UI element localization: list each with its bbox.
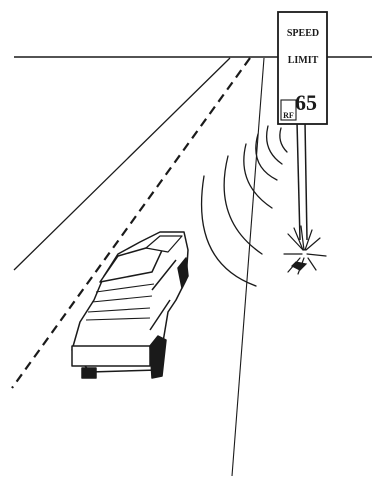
rf-tag-label: RF (283, 111, 294, 120)
car-front-right-wheel (177, 257, 189, 289)
car (71, 231, 189, 379)
sign-post (296, 121, 308, 241)
grass-tuft (283, 225, 327, 275)
rf-wave-1 (279, 127, 288, 153)
rf-wave-arcs (200, 125, 288, 287)
car-rear-right-wheel (149, 335, 167, 379)
road-left-edge (13, 57, 231, 271)
rf-tag-box (280, 99, 297, 121)
car-side-line (149, 259, 177, 331)
rf-wave-6 (200, 175, 257, 287)
car-roof (145, 235, 183, 253)
sign-line-limit: LIMIT (288, 55, 319, 66)
rf-wave-4 (243, 143, 273, 209)
sign-speed-value: 65 (295, 90, 317, 115)
road-right-edge (231, 57, 265, 477)
car-rear-bumper (71, 345, 151, 367)
rf-wave-5 (223, 155, 263, 255)
car-rear-left-wheel (81, 367, 97, 379)
speed-limit-sign: SPEED LIMIT 65 RF (277, 11, 328, 125)
rf-wave-3 (255, 133, 278, 181)
car-trunk-lines (85, 283, 155, 321)
rf-wave-2 (265, 125, 283, 165)
lane-dashed-line (11, 57, 251, 389)
sign-line-speed: SPEED (287, 28, 319, 39)
